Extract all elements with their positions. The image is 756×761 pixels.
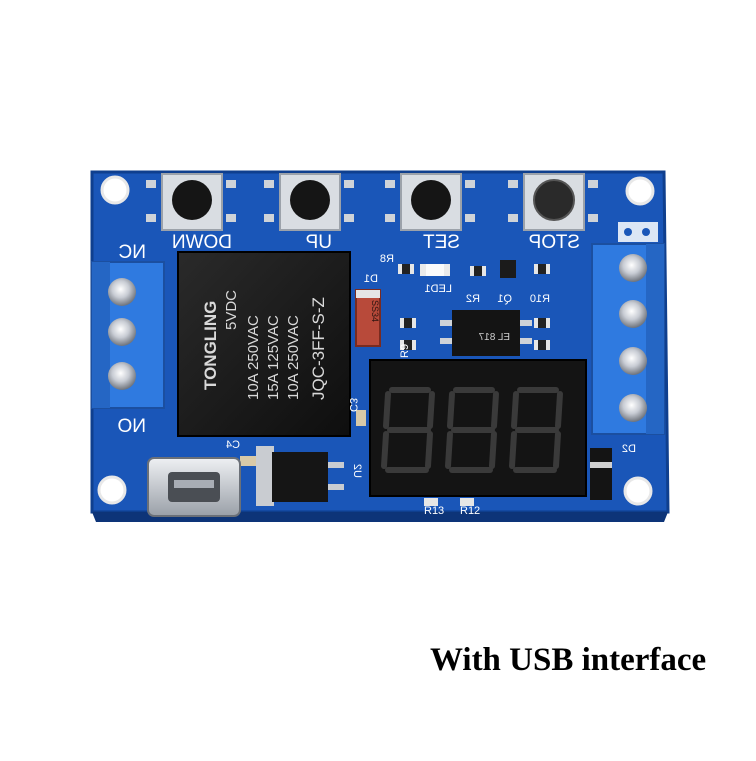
relay-brand: TONGLING (201, 301, 220, 390)
usb-connector (147, 457, 241, 517)
silk-r2: R2 (466, 293, 480, 305)
screw-icon (108, 362, 136, 390)
silk-q1: Q1 (497, 293, 512, 305)
relay-model: JQC-3FF-S-Z (309, 297, 328, 400)
silk-r13: R13 (424, 505, 444, 517)
diode-d2 (590, 448, 612, 500)
silk-d2: D2 (622, 443, 636, 455)
relay: TONGLING 5VDC 10A 250VAC 15A 125VAC 10A … (177, 251, 351, 437)
silk-r10: R10 (530, 293, 550, 305)
relay-rating-3: 10A 250VAC (285, 315, 302, 400)
silk-d1: D1 (364, 273, 378, 285)
regulator-u2 (256, 446, 344, 506)
screw-icon (619, 394, 647, 422)
display-digit (445, 387, 499, 473)
terminal-label-no: NO (118, 416, 147, 437)
capacitor-c3 (356, 410, 366, 426)
left-terminal-block (91, 261, 165, 409)
capacitor-c4 (240, 456, 256, 466)
relay-rating-2: 15A 125VAC (265, 315, 282, 400)
button-up[interactable] (264, 173, 354, 231)
display-digit (381, 387, 435, 473)
button-label-down: DOWN (172, 232, 232, 253)
seven-segment-display (369, 359, 587, 497)
button-label-up: UP (306, 232, 332, 253)
header-pins (618, 222, 658, 242)
mounting-holes (97, 175, 655, 506)
resistor-r13 (424, 498, 438, 506)
caption: With USB interface (430, 642, 707, 678)
diode-mark: SS34 (370, 300, 380, 322)
smd-components (398, 260, 550, 350)
resistor-r12 (460, 498, 474, 506)
silk-r9: R9 (399, 344, 411, 358)
screw-icon (619, 254, 647, 282)
screw-icon (108, 318, 136, 346)
silk-c4: C4 (226, 439, 240, 451)
opto-mark: EL 817 (478, 332, 510, 343)
button-label-stop: STOP (529, 232, 580, 253)
relay-rating-1: 10A 250VAC (245, 315, 262, 400)
diode-d1: SS34 (355, 289, 381, 347)
silk-u2: U2 (351, 464, 363, 478)
terminal-label-nc: NC (119, 242, 146, 263)
screw-icon (108, 278, 136, 306)
silk-r8: R8 (380, 253, 394, 265)
button-label-set: SET (423, 232, 460, 253)
relay-voltage: 5VDC (223, 290, 240, 330)
screw-icon (619, 300, 647, 328)
optocoupler: EL 817 (440, 310, 532, 356)
silk-led1: LED1 (424, 283, 452, 295)
button-down[interactable] (146, 173, 236, 231)
right-terminal-block (591, 243, 665, 435)
button-set[interactable] (385, 173, 475, 231)
silk-r12: R12 (460, 505, 480, 517)
display-digit (509, 387, 563, 473)
button-stop[interactable] (508, 173, 598, 231)
silk-c3: C3 (347, 398, 359, 412)
screw-icon (619, 347, 647, 375)
